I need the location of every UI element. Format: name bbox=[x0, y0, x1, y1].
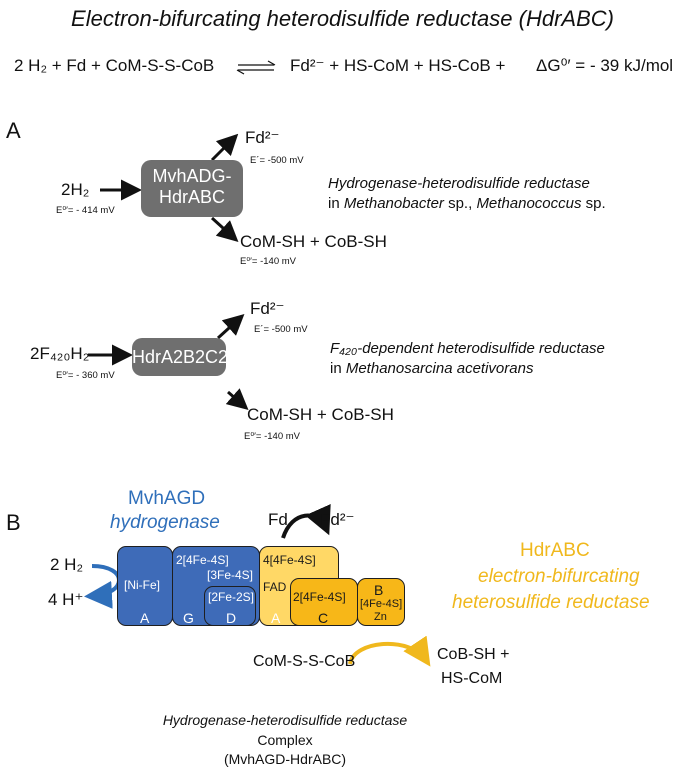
zn-label: Zn bbox=[374, 611, 387, 623]
g-cluster: 2[4Fe-4S] bbox=[176, 553, 229, 567]
mvh-label-1: MvhAGD bbox=[128, 488, 206, 509]
arrow-to-com-bottom bbox=[225, 388, 249, 410]
subunit-g-label: G bbox=[183, 610, 194, 626]
subunit-d-label: D bbox=[226, 610, 237, 626]
mvh-box-label-2: HdrABC bbox=[158, 187, 225, 207]
hdrb-cluster: [4Fe-4S] bbox=[360, 598, 403, 610]
hdra2b2c2-box: HdrA2B2C2 bbox=[132, 338, 229, 376]
a-top-com: CoM-SH + CoB-SH bbox=[240, 232, 387, 251]
h2-label: 2 H₂ bbox=[50, 555, 84, 574]
disulfide-reduction-arrow bbox=[348, 635, 431, 667]
d-cluster-1: [3Fe-4S] bbox=[207, 568, 254, 582]
product-1: CoB-SH + bbox=[437, 646, 510, 663]
page-title: Electron-bifurcating heterodisulfide red… bbox=[71, 6, 614, 31]
hdra-cluster: 4[4Fe-4S] bbox=[263, 553, 316, 567]
equilibrium-arrow bbox=[236, 60, 276, 75]
hdr-b-block bbox=[357, 578, 405, 626]
a-bottom-desc-1: F₄₂₀-dependent heterodisulfide reductase bbox=[330, 340, 605, 357]
equation-left: 2 H₂ + Fd + CoM-S-S-CoB bbox=[14, 56, 215, 75]
a-top-desc-2: in Methanobacter sp., Methanococcus sp. bbox=[328, 195, 606, 212]
hdr-label-1: HdrABC bbox=[520, 540, 590, 561]
hdr-label-3: heterosulfide reductase bbox=[452, 592, 650, 613]
fd-reduction-arrow bbox=[281, 504, 331, 539]
panel-a-letter: A bbox=[6, 118, 21, 143]
a-bottom-fd: Fd²⁻ bbox=[250, 299, 285, 318]
fd-label: Fd bbox=[268, 510, 288, 529]
equation-right: Fd²⁻ + HS-CoM + HS-CoB + bbox=[290, 56, 506, 75]
panel-b-letter: B bbox=[6, 510, 21, 535]
disulfide-substrate: CoM-S-S-CoB bbox=[253, 653, 356, 670]
mvh-box-label-1: MvhADG- bbox=[152, 166, 232, 186]
fad-label: FAD bbox=[263, 580, 287, 594]
subunit-a-label: A bbox=[140, 610, 150, 626]
mvh-d-block bbox=[204, 586, 256, 626]
d-cluster-2: [2Fe-2S] bbox=[208, 590, 255, 604]
equation-delta-g: ΔG⁰′ = - 39 kJ/mol bbox=[536, 56, 674, 75]
a-bottom-desc-2: in Methanosarcina acetivorans bbox=[330, 360, 534, 377]
hdr-label-2: electron-bifurcating bbox=[478, 566, 640, 587]
hdr-box-label: HdrA2B2C2 bbox=[132, 347, 229, 367]
arrow-to-fd-top bbox=[210, 133, 239, 162]
a-bottom-substrate: 2F₄₂₀H₂ bbox=[30, 344, 90, 363]
hdrc-cluster: 2[4Fe-4S] bbox=[293, 590, 346, 604]
a-top-substrate: 2H₂ bbox=[61, 180, 90, 199]
subunit-hdra-label: A bbox=[271, 610, 281, 626]
caption-2: Complex bbox=[257, 732, 313, 748]
hplus-label: 4 H⁺ bbox=[48, 590, 84, 609]
a-bottom-com: CoM-SH + CoB-SH bbox=[247, 405, 394, 424]
subunit-b-label: B bbox=[374, 582, 384, 598]
mvhadg-hdrabc-box: MvhADG- HdrABC bbox=[141, 160, 243, 217]
caption-3: (MvhAGD-HdrABC) bbox=[223, 751, 347, 767]
caption-1: Hydrogenase-heterodisulfide reductase bbox=[162, 712, 408, 728]
subunit-c-label: C bbox=[318, 610, 329, 626]
fd2-label: Fd²⁻ bbox=[320, 510, 355, 529]
a-bottom-fd-potential: E´= -500 mV bbox=[254, 324, 308, 335]
arrow-to-fd-bottom bbox=[216, 313, 245, 340]
arrow-to-com-top bbox=[210, 216, 239, 243]
a-top-fd-potential: E´= -500 mV bbox=[250, 155, 304, 166]
hdr-c-block bbox=[290, 578, 358, 626]
a-bottom-com-potential: E⁰′= -140 mV bbox=[244, 431, 301, 442]
mvh-label-2: hydrogenase bbox=[110, 512, 220, 533]
a-top-desc-1: Hydrogenase-heterodisulfide reductase bbox=[328, 175, 590, 192]
a-top-com-potential: E⁰′= -140 mV bbox=[240, 256, 297, 267]
a-top-fd: Fd²⁻ bbox=[245, 128, 280, 147]
product-2: HS-CoM bbox=[441, 670, 503, 687]
a-bottom-substrate-potential: E⁰′= - 360 mV bbox=[56, 370, 115, 381]
h2-oxidation-arrow bbox=[84, 564, 121, 609]
nife-cluster: [Ni-Fe] bbox=[124, 578, 160, 592]
a-top-substrate-potential: E⁰′= - 414 mV bbox=[56, 205, 115, 216]
